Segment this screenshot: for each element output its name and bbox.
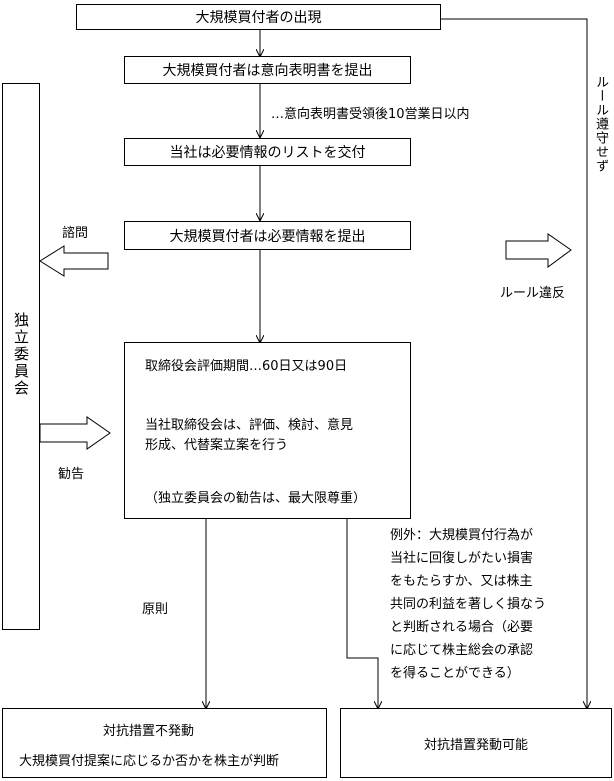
exception-line: をもたらすか、又は株主 [390, 574, 533, 589]
top-box-label: 大規模買付者の出現 [195, 10, 322, 26]
committee-box [2, 83, 40, 630]
rule-violation-arrow [505, 233, 572, 268]
exception-text: 例外：大規模買付行為が 当社に回復しがたい損害 をもたらすか、又は株主 共同の利… [390, 524, 590, 685]
exception-line: と判断される場合（必要 [390, 620, 534, 635]
consult-label: 諮問 [62, 226, 89, 241]
rule-not-followed-label: ルール遵守せず [593, 75, 608, 173]
exception-line: を得ることができる） [390, 666, 520, 681]
exception-line: 例外：大規模買付行為が [390, 528, 534, 543]
consult-arrow [39, 245, 109, 277]
review-line2: 当社取締役会は、評価、検討、意見 [145, 418, 354, 433]
exception-line: 共同の利益を著しく損なう [390, 597, 547, 612]
principle-label: 原則 [142, 602, 169, 617]
advise-arrow [39, 416, 111, 450]
arrow-top-to-right-outcome [441, 18, 587, 708]
outcome-left-title: 対抗措置不発動 [103, 724, 195, 739]
step3-box: 大規模買付者は必要情報を提出 [124, 221, 411, 250]
step1-box: 大規模買付者は意向表明書を提出 [124, 56, 411, 84]
review-line4: （独立委員会の勧告は、最大限尊重） [145, 491, 367, 506]
step2-box: 当社は必要情報のリストを交付 [124, 138, 411, 166]
exception-line: に応じて株主総会の承認 [390, 643, 534, 658]
outcome-right-box: 対抗措置発動可能 [340, 708, 612, 778]
exception-line: 当社に回復しがたい損害 [390, 551, 534, 566]
step1-label: 大規模買付者は意向表明書を提出 [162, 63, 373, 79]
step1-note: …意向表明書受領後10営業日以内 [271, 107, 470, 122]
step2-label: 当社は必要情報のリストを交付 [169, 145, 366, 161]
outcome-left-desc: 大規模買付提案に応じるか否かを株主が判断 [19, 754, 280, 769]
step3-label: 大規模買付者は必要情報を提出 [169, 228, 366, 245]
rule-violation-label: ルール違反 [500, 286, 566, 301]
outcome-right-label: 対抗措置発動可能 [423, 737, 528, 753]
outcome-left-box: 対抗措置不発動 大規模買付提案に応じるか否かを株主が判断 [2, 708, 327, 778]
review-line3: 形成、代替案立案を行う [145, 438, 289, 453]
review-line1: 取締役会評価期間…60日又は90日 [145, 359, 348, 374]
arrow-review-to-right-outcome [346, 519, 378, 708]
review-box: 取締役会評価期間…60日又は90日 当社取締役会は、評価、検討、意見 形成、代替… [124, 342, 411, 519]
committee-label: 独立委員会 [12, 312, 30, 397]
advise-label: 勧告 [58, 467, 85, 482]
top-box: 大規模買付者の出現 [76, 4, 441, 30]
